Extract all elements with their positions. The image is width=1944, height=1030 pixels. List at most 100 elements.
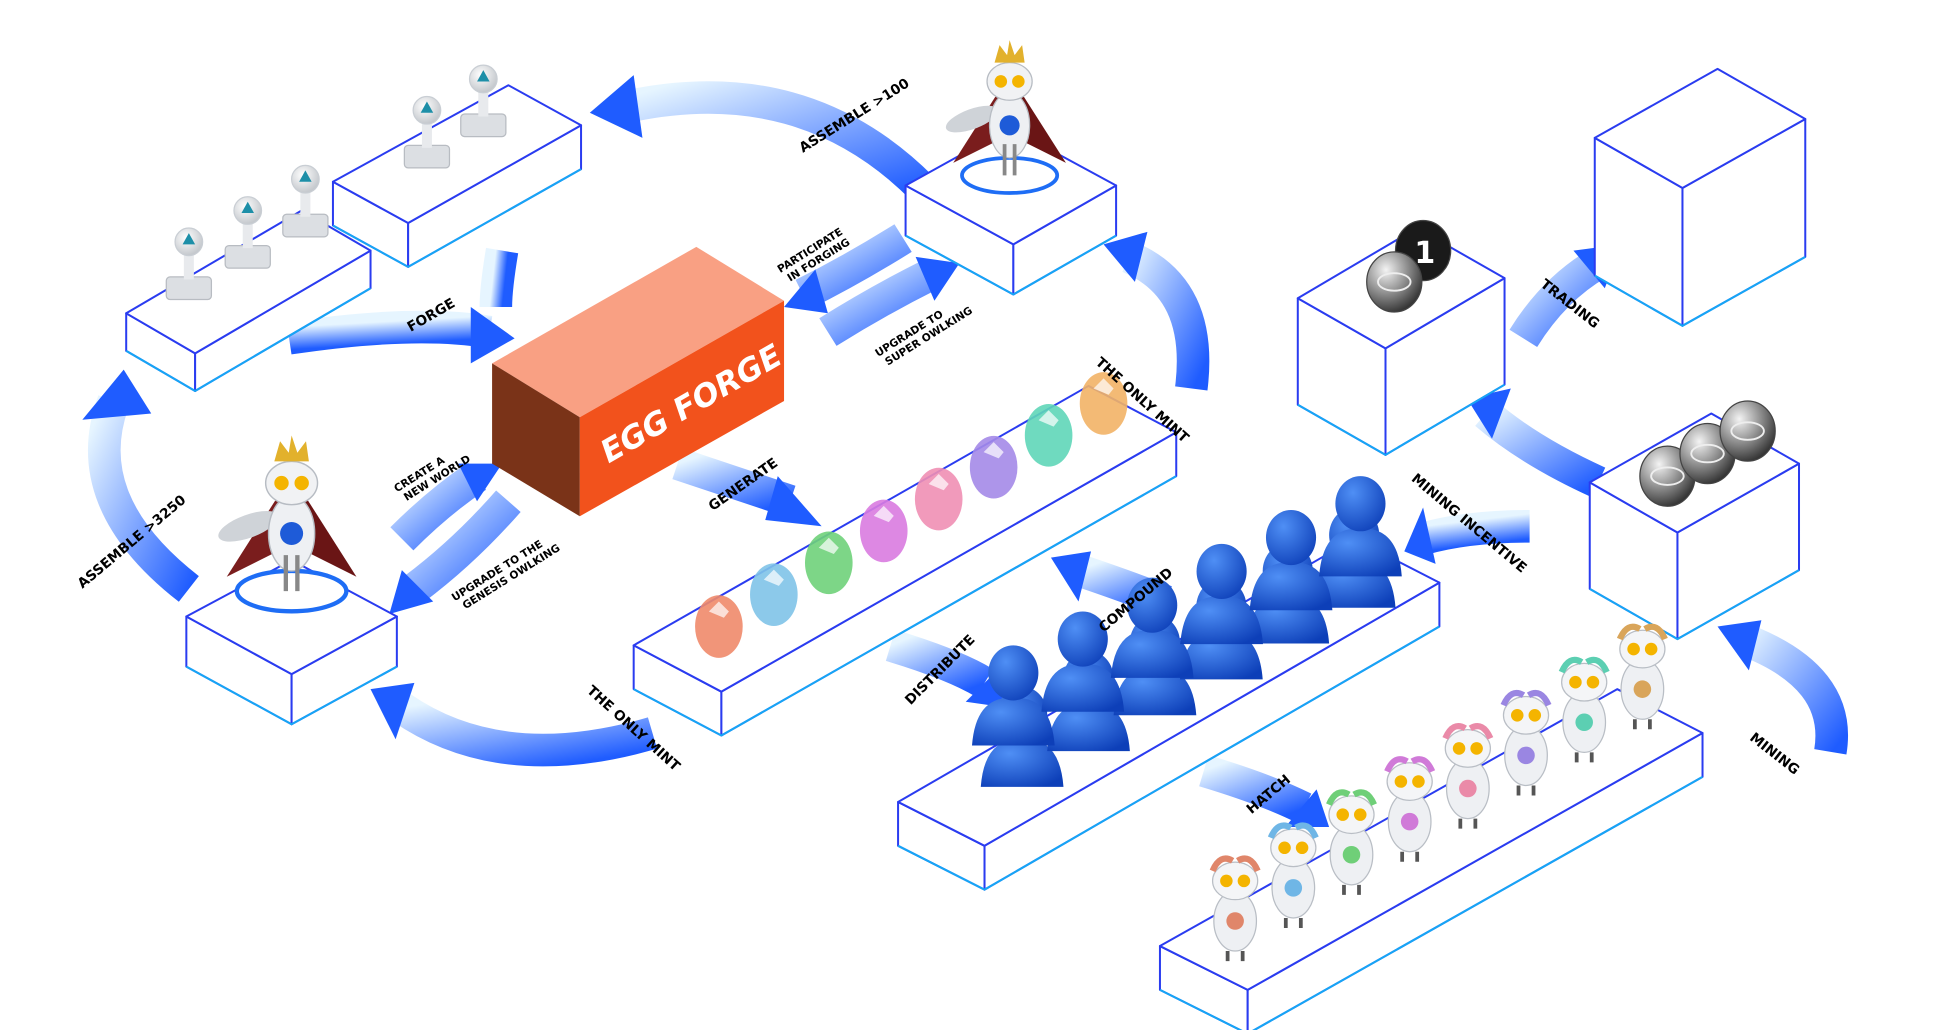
- owl-brows: [1267, 822, 1319, 840]
- arrow-head: [82, 369, 152, 420]
- arrow-mining: [1736, 623, 1848, 755]
- owl-emblem: [1459, 779, 1477, 798]
- owl-icon: [1616, 623, 1668, 730]
- owl-icon: [1442, 723, 1494, 829]
- owl-brows: [1442, 723, 1494, 740]
- box-bottom-edge: [125, 287, 372, 393]
- trophy-icon: [224, 196, 271, 269]
- trophy-egg: [241, 201, 255, 214]
- owl-legs: [1632, 719, 1652, 730]
- egg-crack: [708, 601, 729, 618]
- trophy-egg: [420, 101, 434, 113]
- owl-legs: [1342, 884, 1361, 895]
- owl-coin-icon: [1366, 251, 1423, 313]
- person-body: [1047, 703, 1130, 752]
- forge-front-face: [579, 300, 785, 517]
- owl-emblem: [1284, 879, 1303, 897]
- coin-face: [1366, 251, 1423, 313]
- trophy-egg: [182, 233, 196, 245]
- owl-eye: [1569, 675, 1582, 689]
- owl-eye: [1353, 808, 1367, 821]
- arrow-only-mint-bottom: [392, 694, 658, 767]
- person-body: [1319, 528, 1402, 577]
- arrow-head: [589, 75, 643, 138]
- egg-icon: [1079, 372, 1128, 435]
- egg-icon: [695, 595, 743, 658]
- arrow-head: [370, 682, 415, 740]
- wing: [945, 105, 999, 133]
- chest-emblem: [999, 115, 1020, 136]
- trophy-icon: [460, 64, 507, 138]
- forge-top-face: [492, 246, 785, 418]
- owl-eye: [1278, 841, 1291, 855]
- coin-emblem: [1690, 443, 1725, 464]
- eye: [994, 75, 1008, 88]
- arrow-assemble-100: [624, 81, 934, 200]
- owl-legs: [1400, 851, 1420, 862]
- items: 1: [165, 40, 1776, 962]
- trophy-base: [282, 213, 329, 238]
- owl-legs: [1574, 752, 1594, 763]
- owl-head: [1328, 795, 1375, 835]
- trophy-stem: [478, 91, 489, 117]
- egg-shell: [859, 499, 908, 563]
- coin-badge-text: 1: [1414, 236, 1435, 271]
- trophy-platform-small: [331, 84, 583, 269]
- owl-eye: [1452, 742, 1466, 755]
- arrow-head: [784, 269, 828, 314]
- owl-head: [1270, 828, 1317, 868]
- person-body: [1110, 630, 1194, 678]
- arrow-head: [1717, 620, 1762, 671]
- trophy-stem: [183, 254, 194, 280]
- person-icon: [1319, 476, 1402, 577]
- cape: [1015, 93, 1066, 163]
- legs: [283, 555, 300, 592]
- owl-emblem: [1575, 713, 1593, 732]
- trophy-egg: [477, 70, 490, 82]
- owl-eye: [1412, 775, 1425, 788]
- owl-eye: [1510, 709, 1524, 722]
- arrow-forge-2: [479, 247, 519, 308]
- trophy-icon: [282, 164, 329, 238]
- person-icon: [1110, 577, 1194, 678]
- owl-icon: [1209, 855, 1261, 962]
- box-top-face: [1593, 67, 1807, 189]
- owl-legs: [1225, 951, 1245, 962]
- coin-face: [1719, 400, 1776, 462]
- arrow-to-coin-box: [1475, 401, 1606, 498]
- arrow-assemble-3250: [87, 395, 199, 602]
- person-body: [1041, 663, 1125, 712]
- box-top-face: [331, 84, 583, 225]
- owl-emblem: [1400, 812, 1419, 831]
- person-icon: [972, 645, 1055, 746]
- owl-brows: [1616, 623, 1668, 641]
- box-bottom-edge: [1159, 776, 1704, 1030]
- chest-emblem: [280, 521, 304, 546]
- owl-icon: [1558, 656, 1610, 763]
- arrow-mining-incentive: [1418, 509, 1530, 555]
- box-bottom-edge: [1297, 383, 1506, 457]
- egg-shell: [1024, 404, 1073, 467]
- owl-eye: [1295, 841, 1309, 855]
- box-bottom-edge: [185, 665, 398, 726]
- egg-shell: [914, 467, 963, 531]
- egg-icon: [1024, 404, 1073, 467]
- trophy-stem: [300, 191, 311, 217]
- trophy-base: [460, 113, 507, 138]
- trophy-stem: [421, 122, 432, 148]
- eye: [294, 475, 309, 491]
- arrow-head: [389, 570, 434, 614]
- owl-legs: [1283, 917, 1303, 928]
- person-head: [1196, 543, 1247, 599]
- egg-crack: [763, 569, 784, 586]
- owl-eye: [1336, 808, 1349, 821]
- crown-icon: [274, 435, 309, 462]
- trophy-base: [224, 244, 271, 269]
- owl-head: [1386, 762, 1433, 801]
- label-mining: MINING: [1746, 730, 1802, 778]
- wing: [218, 510, 279, 542]
- box-bottom-edge: [633, 475, 1177, 737]
- trophy-base: [165, 276, 213, 301]
- arrow-head: [765, 476, 822, 527]
- owl-emblem: [1226, 912, 1244, 930]
